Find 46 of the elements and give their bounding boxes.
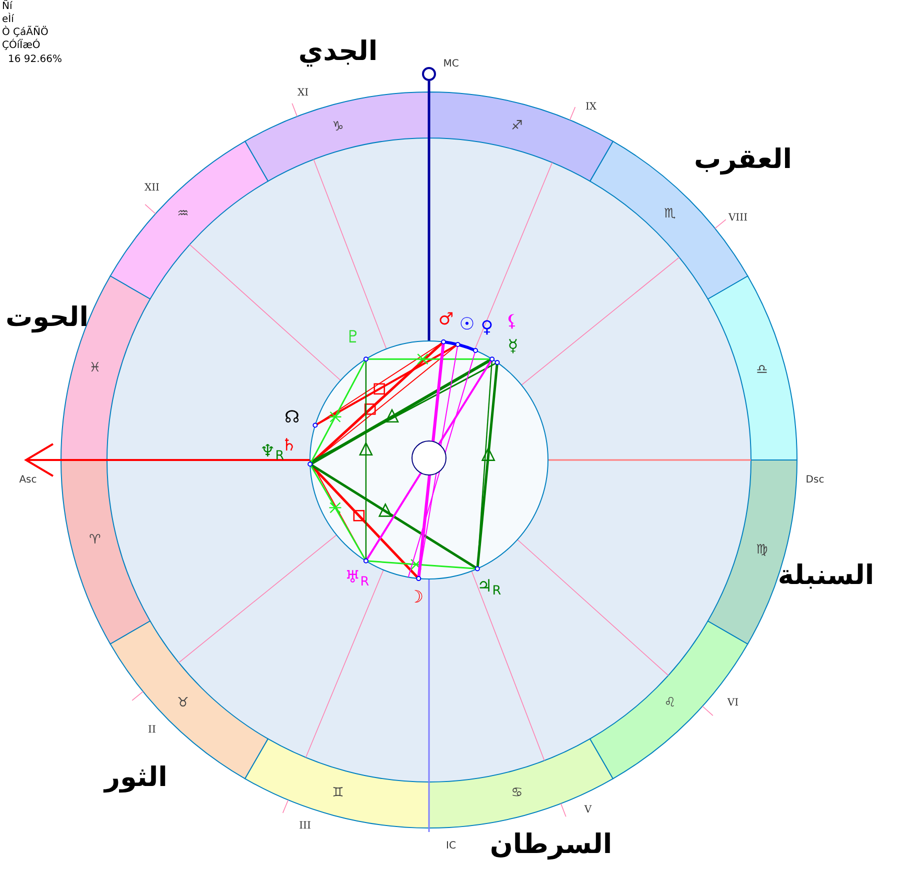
- planet-glyph: ♀: [480, 320, 494, 336]
- planet-glyph: ♇: [345, 330, 361, 346]
- planet-glyph: ♅$_{R}$: [344, 570, 370, 586]
- planet-glyph: ♃$_{R}$: [476, 578, 502, 596]
- zodiac-glyph: ♋: [511, 786, 523, 800]
- zodiac-glyph: ♓: [89, 362, 101, 374]
- planet-glyph: ☉: [459, 316, 475, 334]
- zodiac-glyph: ♊: [332, 786, 344, 800]
- house-number: VIII: [728, 212, 748, 226]
- house-number: IX: [585, 100, 597, 114]
- house-number: XI: [297, 86, 309, 100]
- info-text: eÌí: [2, 15, 14, 25]
- house-number: III: [299, 820, 311, 834]
- zodiac-glyph: ♏: [664, 208, 676, 220]
- planet-glyph: ♄: [281, 438, 297, 454]
- planet-glyph: ☿: [508, 338, 518, 356]
- info-text: Ñí: [2, 2, 12, 12]
- angle-label: Dsc: [806, 474, 824, 488]
- zodiac-glyph: ♌: [664, 696, 676, 710]
- house-number: VI: [727, 696, 739, 710]
- house-number: II: [148, 724, 156, 738]
- planet-glyph: ☊: [284, 410, 300, 426]
- angle-label: MC: [443, 58, 459, 72]
- house-number: XII: [144, 182, 160, 196]
- info-text: ÇÓíÏæÓ: [2, 41, 40, 51]
- angle-label: Asc: [19, 474, 37, 488]
- planet-glyph: ☽: [408, 590, 424, 606]
- zodiac-sign-name: الجدي: [298, 34, 378, 69]
- info-text: Ò ÇáÃÑÖ: [2, 28, 48, 38]
- zodiac-sign-name: السرطان: [490, 828, 612, 862]
- zodiac-sign-name: السنبلة: [778, 558, 874, 593]
- zodiac-glyph: ♐: [511, 120, 523, 132]
- zodiac-glyph: ♒: [177, 208, 189, 220]
- house-number: V: [584, 804, 592, 818]
- info-text: 16 92.66%: [8, 55, 62, 65]
- planet-glyph: ♂: [438, 312, 454, 328]
- planet-glyph: ⚸: [506, 314, 518, 330]
- zodiac-sign-name: الحوت: [6, 300, 88, 335]
- zodiac-glyph: ♍: [756, 544, 768, 556]
- zodiac-glyph: ♈: [89, 534, 101, 546]
- angle-label: IC: [446, 840, 456, 854]
- zodiac-glyph: ♎: [756, 364, 768, 376]
- zodiac-sign-name: الثور: [104, 760, 168, 795]
- zodiac-sign-name: العقرب: [694, 142, 792, 177]
- zodiac-glyph: ♉: [177, 696, 189, 710]
- zodiac-glyph: ♑: [332, 120, 344, 134]
